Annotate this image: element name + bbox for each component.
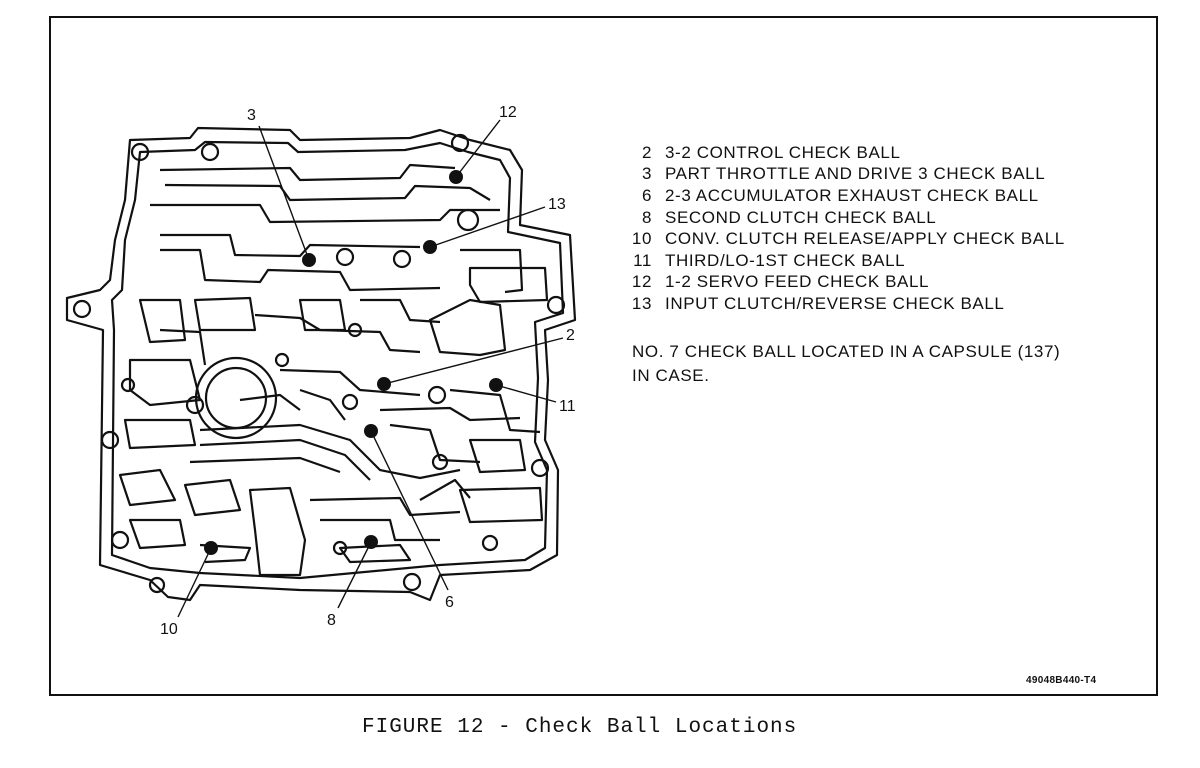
legend-number: 6 [641, 185, 652, 205]
legend-text: 3-2 CONTROL CHECK BALL [665, 142, 901, 162]
plate-outline [65, 126, 577, 602]
leader-6 [370, 430, 449, 591]
legend-row: 2 3-2 CONTROL CHECK BALL [627, 142, 1127, 164]
leader-10 [177, 547, 212, 618]
callout-2: 2 [566, 327, 575, 344]
leader-3 [258, 125, 310, 261]
legend-row: 12 1-2 SERVO FEED CHECK BALL [627, 272, 1127, 294]
legend-row: 8 SECOND CLUTCH CHECK BALL [627, 207, 1127, 229]
legend-text: CONV. CLUTCH RELEASE/APPLY CHECK BALL [665, 229, 1065, 249]
callout-10: 10 [160, 621, 178, 638]
note-line-1: NO. 7 CHECK BALL LOCATED IN A CAPSULE (1… [632, 342, 1061, 361]
callout-11: 11 [559, 398, 576, 415]
legend-text: THIRD/LO-1ST CHECK BALL [665, 250, 906, 270]
legend-number: 2 [641, 142, 652, 162]
figure-frame [49, 16, 1158, 696]
leader-8 [337, 541, 372, 609]
callout-6: 6 [445, 594, 454, 611]
callout-12: 12 [499, 104, 517, 121]
legend-text: 2-3 ACCUMULATOR EXHAUST CHECK BALL [665, 185, 1039, 205]
legend-row: 3 PART THROTTLE AND DRIVE 3 CHECK BALL [627, 164, 1127, 186]
legend-text: 1-2 SERVO FEED CHECK BALL [665, 272, 930, 292]
callout-13: 13 [548, 196, 566, 213]
callout-8: 8 [327, 612, 336, 629]
capsule-note: NO. 7 CHECK BALL LOCATED IN A CAPSULE (1… [632, 340, 1060, 388]
legend-row: 6 2-3 ACCUMULATOR EXHAUST CHECK BALL [627, 185, 1127, 207]
legend-text: SECOND CLUTCH CHECK BALL [665, 207, 937, 227]
legend-row: 13 INPUT CLUTCH/REVERSE CHECK BALL [627, 293, 1127, 315]
figure-caption: FIGURE 12 - Check Ball Locations [362, 716, 798, 739]
leader-2 [383, 337, 564, 385]
legend-number: 13 [631, 293, 652, 313]
leader-11 [495, 384, 557, 403]
leader-13 [429, 206, 546, 248]
legend-text: PART THROTTLE AND DRIVE 3 CHECK BALL [665, 164, 1046, 184]
legend-number: 12 [631, 272, 652, 292]
check-ball-legend: 2 3-2 CONTROL CHECK BALL 3 PART THROTTLE A… [627, 142, 1127, 315]
legend-number: 11 [633, 250, 652, 270]
legend-row: 10 CONV. CLUTCH RELEASE/APPLY CHECK BALL [627, 228, 1127, 250]
note-line-2: IN CASE. [632, 366, 710, 385]
figure-code: 49048B440-T4 [1026, 675, 1097, 686]
legend-number: 3 [641, 164, 652, 184]
legend-text: INPUT CLUTCH/REVERSE CHECK BALL [665, 293, 1005, 313]
legend-number: 10 [631, 229, 652, 249]
callout-3: 3 [247, 107, 256, 124]
legend-row: 11 THIRD/LO-1ST CHECK BALL [627, 250, 1127, 272]
leader-12 [455, 119, 501, 178]
legend-number: 8 [641, 207, 652, 227]
